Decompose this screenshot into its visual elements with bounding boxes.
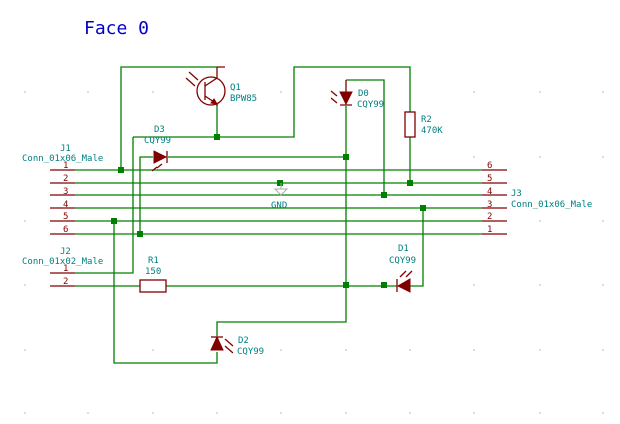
connector-j1[interactable]: J1 Conn_01x06_Male 1 2 3 4 5 6 <box>22 144 103 235</box>
d1-value: CQY99 <box>389 256 416 266</box>
resistor-r1[interactable]: R1 150 <box>139 256 167 293</box>
gnd-symbol: GND <box>271 183 289 211</box>
d1-ref: D1 <box>398 244 409 254</box>
j1-pin-2: 2 <box>63 174 68 184</box>
gnd-label: GND <box>271 201 287 211</box>
j1-pin-6: 6 <box>63 225 68 235</box>
r2-ref: R2 <box>421 115 432 125</box>
j1-value: Conn_01x06_Male <box>22 154 103 164</box>
connector-j3[interactable]: J3 Conn_01x06_Male 6 5 4 3 2 1 <box>482 161 592 235</box>
resistor-r2[interactable]: R2 470K <box>404 111 443 138</box>
d2-ref: D2 <box>238 336 249 346</box>
j3-pin-3: 3 <box>487 200 492 210</box>
connector-j2[interactable]: J2 Conn_01x02_Male 1 2 <box>22 247 103 287</box>
j1-pin-3: 3 <box>63 187 68 197</box>
j3-value: Conn_01x06_Male <box>511 200 592 210</box>
j2-value: Conn_01x02_Male <box>22 257 103 267</box>
j3-pin-4: 4 <box>487 187 492 197</box>
junctions <box>111 134 426 288</box>
d0-value: CQY99 <box>357 100 384 110</box>
j2-pin-1: 1 <box>63 264 68 274</box>
j3-pin-5: 5 <box>487 174 492 184</box>
r1-value: 150 <box>145 267 161 277</box>
d3-value: CQY99 <box>144 136 171 146</box>
j1-pin-1: 1 <box>63 161 68 171</box>
j1-pin-4: 4 <box>63 200 68 210</box>
d3-ref: D3 <box>154 125 165 135</box>
wires <box>75 66 482 364</box>
j1-ref: J1 <box>60 144 71 154</box>
j2-pin-2: 2 <box>63 277 68 287</box>
j3-pin-6: 6 <box>487 161 492 171</box>
d2-value: CQY99 <box>237 347 264 357</box>
j3-ref: J3 <box>511 189 522 199</box>
q1-value: BPW85 <box>230 94 257 104</box>
led-d3[interactable]: D3 CQY99 <box>144 125 171 172</box>
r1-ref: R1 <box>148 256 159 266</box>
phototransistor-q1[interactable]: Q1 BPW85 <box>185 66 257 106</box>
d0-ref: D0 <box>358 89 369 99</box>
sheet-title: Face 0 <box>84 18 149 39</box>
j3-pin-2: 2 <box>487 212 492 222</box>
j2-ref: J2 <box>60 247 71 257</box>
r2-value: 470K <box>421 126 443 136</box>
j3-pin-1: 1 <box>487 225 492 235</box>
j1-pin-5: 5 <box>63 212 68 222</box>
q1-ref: Q1 <box>230 83 241 93</box>
led-d1[interactable]: D1 CQY99 <box>389 244 416 293</box>
grid-dots <box>24 91 604 414</box>
led-d2[interactable]: D2 CQY99 <box>210 335 264 357</box>
led-d0[interactable]: D0 CQY99 <box>330 80 384 110</box>
